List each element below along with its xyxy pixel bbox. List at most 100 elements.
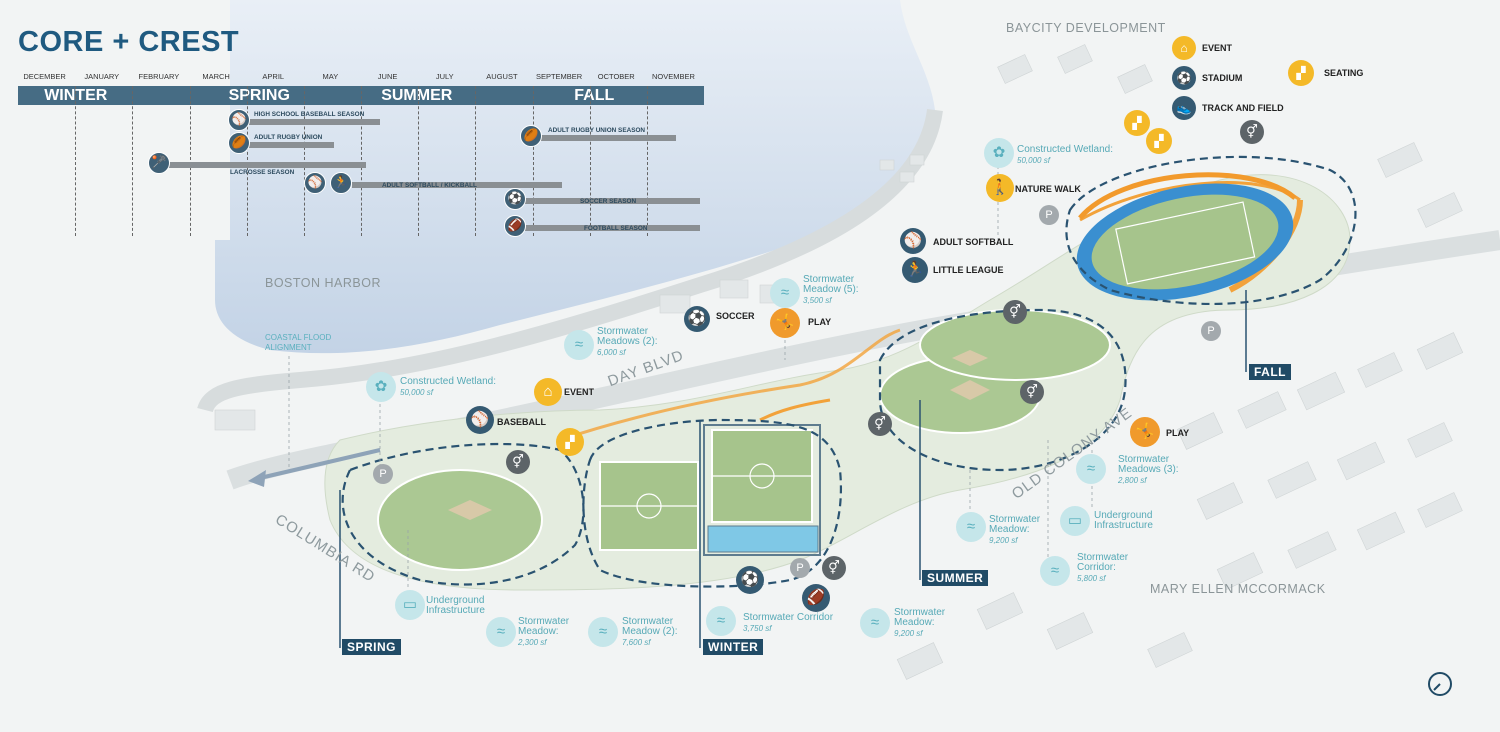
football-icon: 🏈 [802,584,830,612]
label-nature-walk: NATURE WALK [1015,184,1081,194]
north-arrow-icon [1428,672,1452,696]
stormwater-label: Stormwater Meadows (3): [1118,454,1179,475]
timeline-month: OCTOBER [597,72,635,81]
timeline-month: SEPTEMBER [535,72,583,81]
timeline-month-divider [75,86,77,236]
track-icon: 👟 [1172,96,1196,120]
timeline-season-span [522,198,700,204]
timeline-month: JUNE [377,72,398,81]
stormwater-label: Constructed Wetland: [400,376,496,387]
label-adult-softball: ADULT SOFTBALL [933,237,1014,247]
parking-icon: P [1039,205,1059,225]
seating-icon: ▞ [556,428,584,456]
stormwater-meadow-icon: ≈ [588,617,618,647]
stormwater-meadow-icon: ≈ [1040,556,1070,586]
seating-icon: ▞ [1124,110,1150,136]
football-icon: 🏈 [504,215,526,237]
stormwater-label: Underground Infrastructure [426,595,485,616]
seating-icon: ▞ [1288,60,1314,86]
stormwater-label: Stormwater Corridor [743,612,834,623]
stormwater-size: 9,200 sf [894,629,923,638]
stormwater-label: Underground Infrastructure [1094,510,1153,531]
timeline-row-label: ADULT SOFTBALL / KICKBALL [382,182,477,189]
timeline-month-divider [303,86,305,236]
stadium [1076,172,1297,301]
restroom-icon: ⚥ [868,412,892,436]
baseball-icon: ⚾ [228,109,250,131]
wetland-icon: ✿ [984,138,1014,168]
soccer-field-1 [599,461,699,551]
stormwater-label: Constructed Wetland: [1017,144,1113,155]
stormwater-meadow-icon: ≈ [706,606,736,636]
timeline-month: DECEMBER [23,72,66,81]
stormwater-meadow-icon: ≈ [1076,454,1106,484]
stormwater-label: Stormwater Meadow (2): [622,616,678,637]
soccer-icon: ⚽ [684,306,710,332]
label-soccer: SOCCER [716,311,755,321]
play-icon: 🤸 [1130,417,1160,447]
stormwater-size: 2,800 sf [1118,476,1147,485]
restroom-icon: ⚥ [822,556,846,580]
timeline-month: NOVEMBER [651,72,695,81]
area-label-mary-ellen: MARY ELLEN MCCORMACK [1150,582,1326,596]
restroom-icon: ⚥ [506,450,530,474]
timeline-season-span [246,119,380,125]
legend-stadium: STADIUM [1202,73,1243,83]
stormwater-meadow-icon: ≈ [486,617,516,647]
stormwater-size: 6,000 sf [597,348,626,357]
legend-track: TRACK AND FIELD [1202,103,1284,113]
timeline-month-divider [189,86,191,236]
restroom-icon: ⚥ [1240,120,1264,144]
timeline-row-label: LACROSSE SEASON [230,169,295,176]
underground-infrastructure-icon: ▭ [1060,506,1090,536]
wetland-icon: ✿ [366,372,396,402]
timeline-month-divider [646,86,648,236]
stormwater-size: 2,300 sf [518,638,547,647]
stormwater-size: 9,200 sf [989,536,1018,545]
stormwater-size: 50,000 sf [1017,156,1050,165]
kickball-icon: 🏃 [330,172,352,194]
area-label-harbor: BOSTON HARBOR [265,276,382,290]
parking-icon: P [790,558,810,578]
play-icon: 🤸 [770,308,800,338]
soccer-field-2 [703,424,821,556]
stormwater-meadow-icon: ≈ [770,278,800,308]
nature-walk-icon: 🚶 [986,174,1014,202]
timeline-month-divider [132,86,134,236]
timeline-row-label: HIGH SCHOOL BASEBALL SEASON [254,111,365,118]
rugby-icon: 🏉 [520,125,542,147]
stormwater-size: 3,750 sf [743,624,772,633]
coastal-flood-label: COASTAL FLOOD ALIGNMENT [265,333,332,352]
label-play-2: PLAY [1166,428,1190,438]
legend-event: EVENT [1202,43,1233,53]
underground-infrastructure-icon: ▭ [395,590,425,620]
stormwater-size: 7,600 sf [622,638,651,647]
softball-icon: ⚾ [304,172,326,194]
timeline-season-spring: SPRING [228,87,290,104]
lacrosse-icon: 🥍 [148,152,170,174]
timeline-month: JANUARY [84,72,120,81]
stormwater-meadow-icon: ≈ [956,512,986,542]
timeline-season-summer: SUMMER [381,87,453,104]
season-tag-summer: SUMMER [922,570,989,586]
stormwater-meadow-icon: ≈ [860,608,890,638]
soccer-icon: ⚽ [736,566,764,594]
page-title: CORE + CREST [18,26,240,58]
timeline-row-label: SOCCER SEASON [580,198,637,205]
stormwater-label: Stormwater Meadow: [894,607,946,628]
stormwater-label: Stormwater Meadows (2): [597,326,658,347]
timeline-season-span [246,142,334,148]
timeline-month: AUGUST [486,72,518,81]
stormwater-label: Stormwater Corridor: [1077,552,1129,573]
timeline-season-fall: FALL [574,87,615,104]
timeline-month: JULY [435,72,454,81]
season-tag-fall: FALL [1249,364,1291,380]
timeline-row-label: FOOTBALL SEASON [584,225,648,232]
parking-icon: P [1201,321,1221,341]
timeline-row-label: ADULT RUGBY UNION SEASON [548,127,646,134]
stormwater-label: Stormwater Meadow: [518,616,570,637]
softball-icon: ⚾ [900,228,926,254]
timeline-month: APRIL [262,72,285,81]
